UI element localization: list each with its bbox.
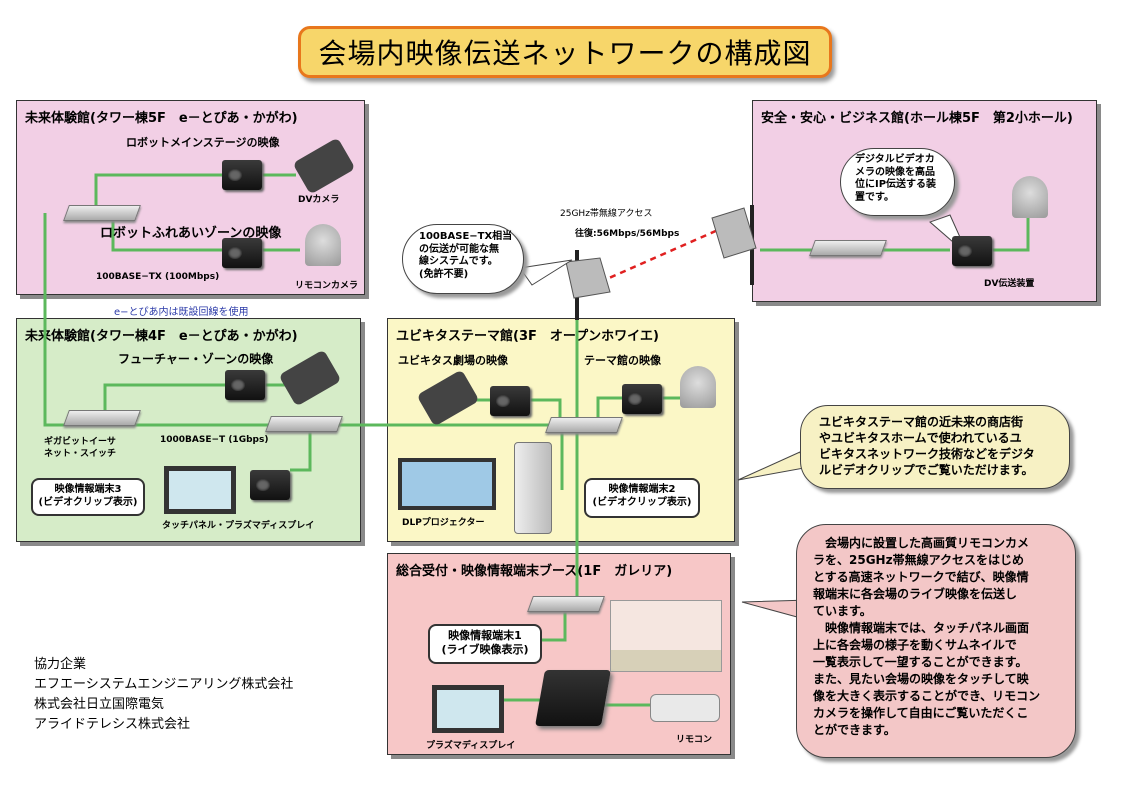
dv-encoder-icon: [222, 160, 262, 190]
dv-bubble: デジタルビデオカ メラの映像を高品 位にIP伝送する装 置です。: [840, 148, 955, 216]
gbps-label: 1000BASE−T (1Gbps): [160, 435, 269, 445]
remote-camera-icon: [1012, 176, 1048, 218]
switch-icon: [545, 417, 623, 433]
dlp-screen-icon: [398, 458, 496, 510]
gigabit-switch-icon: [63, 410, 141, 426]
plasma-display-icon: [432, 685, 504, 733]
dv-encoder-icon: [225, 370, 265, 400]
switch-icon: [63, 205, 141, 221]
terminal2-box: 映像情報端末2 (ビデオクリップ表示): [584, 478, 700, 518]
theme-hall-label: テーマ館の映像: [584, 354, 661, 367]
panel-title: 安全・安心・ビジネス館(ホール棟5F 第2小ホール): [761, 111, 1073, 126]
wireless-speed: 往復:56Mbps/56Mbps: [575, 229, 680, 239]
ubiquitas-note: ユビキタステーマ館の近未来の商店街 やユビキタスホームで使われているユ ビキタス…: [800, 405, 1070, 489]
switch-icon: [527, 596, 605, 612]
antenna-icon: [565, 205, 757, 320]
partner-item: 株式会社日立国際電気: [34, 697, 165, 712]
theater-label: ユビキタス劇場の映像: [398, 354, 508, 367]
panel-title: 未来体験館(タワー棟5F e－とぴあ・かがわ): [25, 111, 298, 126]
touch-terminal-icon: [535, 670, 611, 726]
panel-title: 未来体験館(タワー棟4F e－とぴあ・かがわ): [25, 329, 298, 344]
kiosk-terminal-icon: [514, 442, 552, 534]
switch-speed-label: 100BASE−TX (100Mbps): [96, 272, 220, 282]
dv-encoder-icon: [250, 470, 290, 500]
partners-list: 協力企業 エフエーシステムエンジニアリング株式会社 株式会社日立国際電気 アライ…: [34, 655, 293, 735]
robot-zone-label: ロボットふれあいゾーンの映像: [100, 226, 282, 241]
dlp-label: DLPプロジェクター: [402, 518, 485, 528]
robot-stage-label: ロボットメインステージの映像: [126, 136, 280, 149]
dv-encoder-icon: [490, 386, 530, 416]
wireless-label: 25GHz帯無線アクセス: [560, 209, 653, 219]
partners-heading: 協力企業: [34, 657, 87, 672]
touch-panel-label: タッチパネル・プラズマディスプレイ: [162, 521, 315, 531]
dv-camera-label: DVカメラ: [298, 195, 340, 205]
plasma-display-icon: [164, 466, 236, 514]
remote-camera-label: リモコンカメラ: [295, 281, 359, 291]
dv-encoder-icon: [222, 238, 262, 268]
partner-item: アライドテレシス株式会社: [34, 717, 191, 732]
existing-line-label: e−とぴあ内は既設回線を使用: [114, 307, 249, 318]
gigabit-switch-label: ギガビットイーサ ネット・スイッチ: [44, 437, 117, 459]
future-zone-label: フューチャー・ゾーンの映像: [118, 352, 274, 366]
panel-title: 総合受付・映像情報端末ブース(1F ガレリア): [396, 564, 673, 579]
wireless-bubble: 100BASE−TX相当 の伝送が可能な無 線システムです。 (免許不要): [402, 224, 524, 294]
dv-encoder-icon: [622, 384, 662, 414]
remote-camera-icon: [680, 366, 716, 408]
main-note: 会場内に設置した高画質リモコンカメ ラを、25GHz帯無線アクセスをはじめ とす…: [796, 524, 1076, 758]
terminal1-box: 映像情報端末1 (ライブ映像表示): [428, 624, 542, 664]
panel-title: ユビキタステーマ館(3F オープンホワイエ): [396, 329, 659, 344]
remote-camera-icon: [305, 224, 341, 266]
terminal3-box: 映像情報端末3 (ビデオクリップ表示): [31, 478, 145, 516]
dv-device-icon: [952, 236, 992, 266]
remote-controller-icon: [650, 694, 720, 722]
switch-icon: [265, 416, 343, 432]
plasma-label: プラズマディスプレイ: [426, 741, 516, 751]
remote-label: リモコン: [676, 735, 713, 745]
partner-item: エフエーシステムエンジニアリング株式会社: [34, 677, 294, 692]
dv-device-label: DV伝送装置: [984, 279, 1035, 289]
page-title: 会場内映像伝送ネットワークの構成図: [298, 26, 832, 78]
switch-icon: [809, 240, 887, 256]
receptionists-photo: [610, 600, 722, 672]
